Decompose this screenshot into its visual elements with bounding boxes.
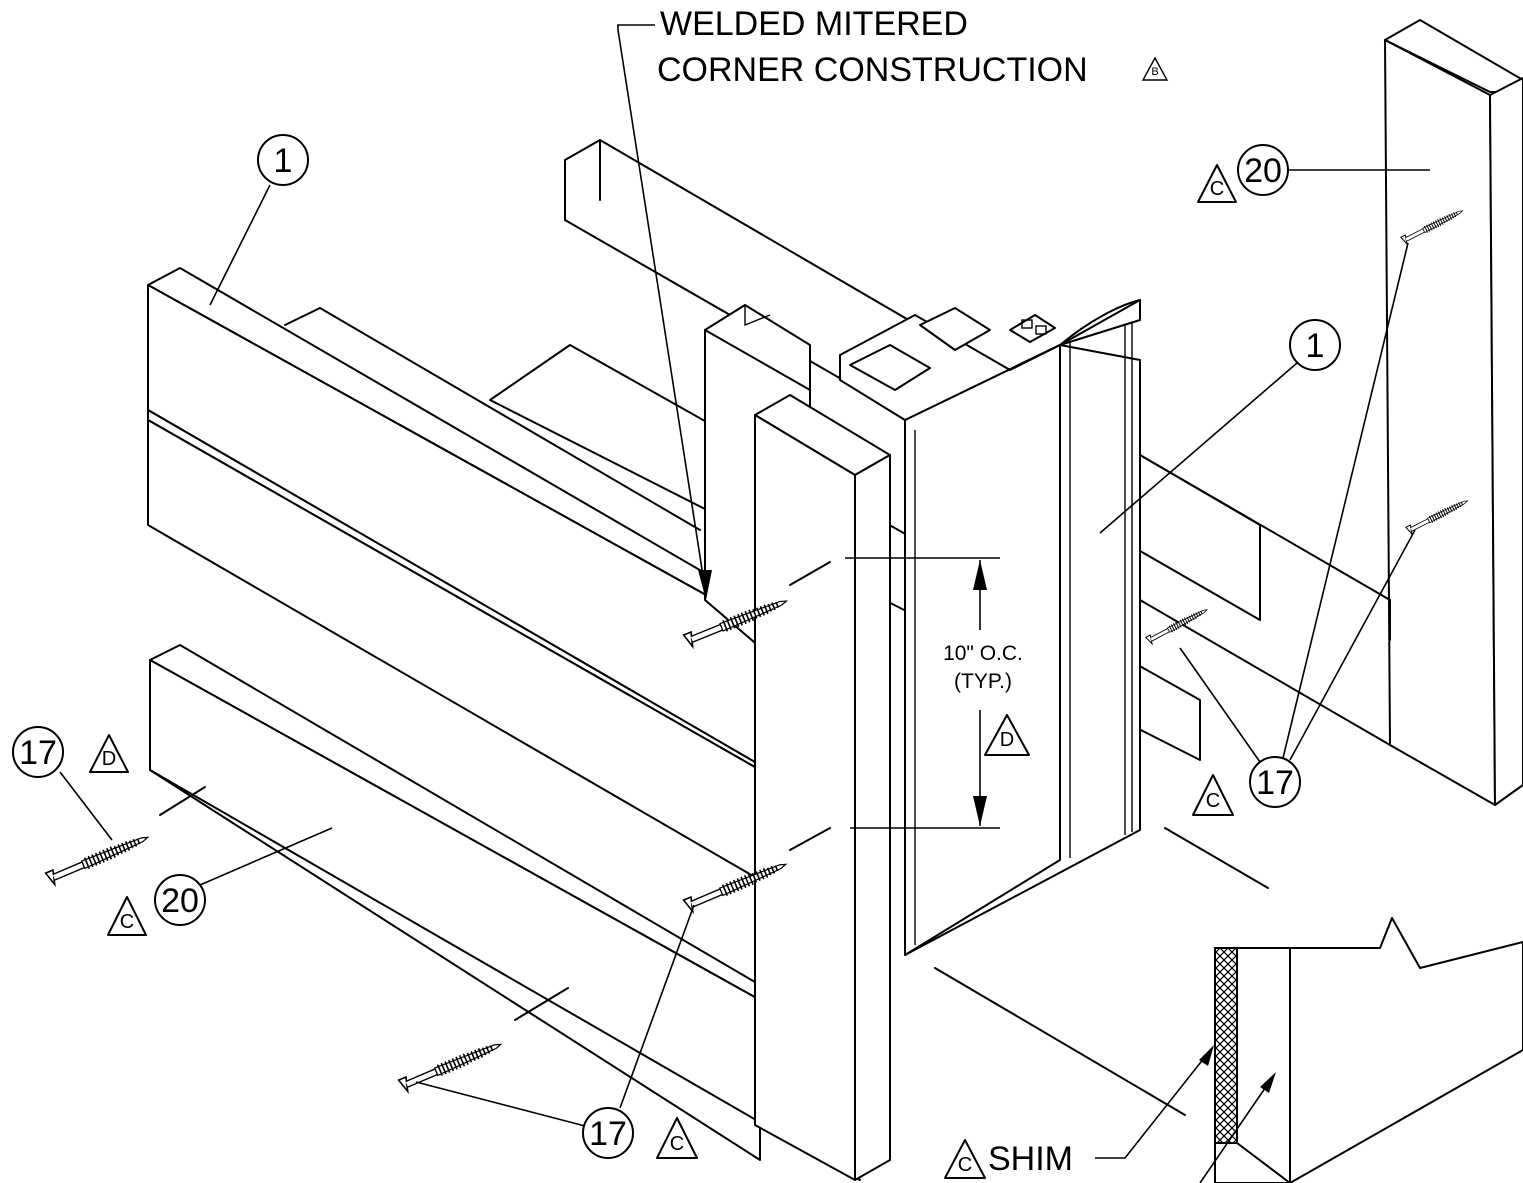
svg-text:17: 17 [19,734,57,772]
screw [397,1037,505,1094]
callout-17-left: 17 D [12,726,129,841]
shim-callout: C SHIM [944,1045,1276,1183]
svg-text:C: C [120,911,134,933]
shim-label: SHIM [988,1140,1073,1178]
screw [44,830,152,887]
note-revision: B [1151,66,1158,78]
left-upper-jamb-board [147,267,761,881]
screw [1145,605,1210,646]
front-jamb-board [754,394,891,1181]
svg-text:1: 1 [274,142,293,180]
dimension-typical: (TYP.) [954,670,1012,693]
sill-lines [934,827,1269,1116]
svg-text:D: D [102,748,116,770]
screw-centerlines [159,561,831,1021]
callout-1-right: 1 [1099,319,1341,534]
note-line-1: WELDED MITERED [660,5,968,43]
svg-text:17: 17 [589,1115,627,1153]
svg-text:C: C [670,1133,684,1155]
shim-revision: C [958,1154,972,1176]
callout-1-left: 1 [209,134,309,306]
dimension-revision: D [1000,729,1014,751]
spacing-dimension: 10" O.C. (TYP.) D [845,557,1030,829]
dimension-value: 10" O.C. [943,642,1023,665]
callout-17-right: C 17 [1179,242,1416,816]
svg-text:17: 17 [1256,764,1294,802]
svg-text:C: C [1210,178,1224,200]
callout-20-bottom: C 20 [107,827,333,936]
svg-text:C: C [1206,790,1220,812]
callout-20-top: C 20 [1197,144,1430,203]
callout-17-bottom: 17 C [415,904,698,1159]
shim-detail [1214,917,1523,1183]
right-wall-board [1139,19,1523,806]
svg-text:1: 1 [1306,327,1325,365]
svg-text:20: 20 [1244,152,1282,190]
welded-corner-note: WELDED MITERED CORNER CONSTRUCTION B [617,5,1169,600]
svg-text:20: 20 [161,882,199,920]
note-line-2: CORNER CONSTRUCTION [657,51,1088,89]
